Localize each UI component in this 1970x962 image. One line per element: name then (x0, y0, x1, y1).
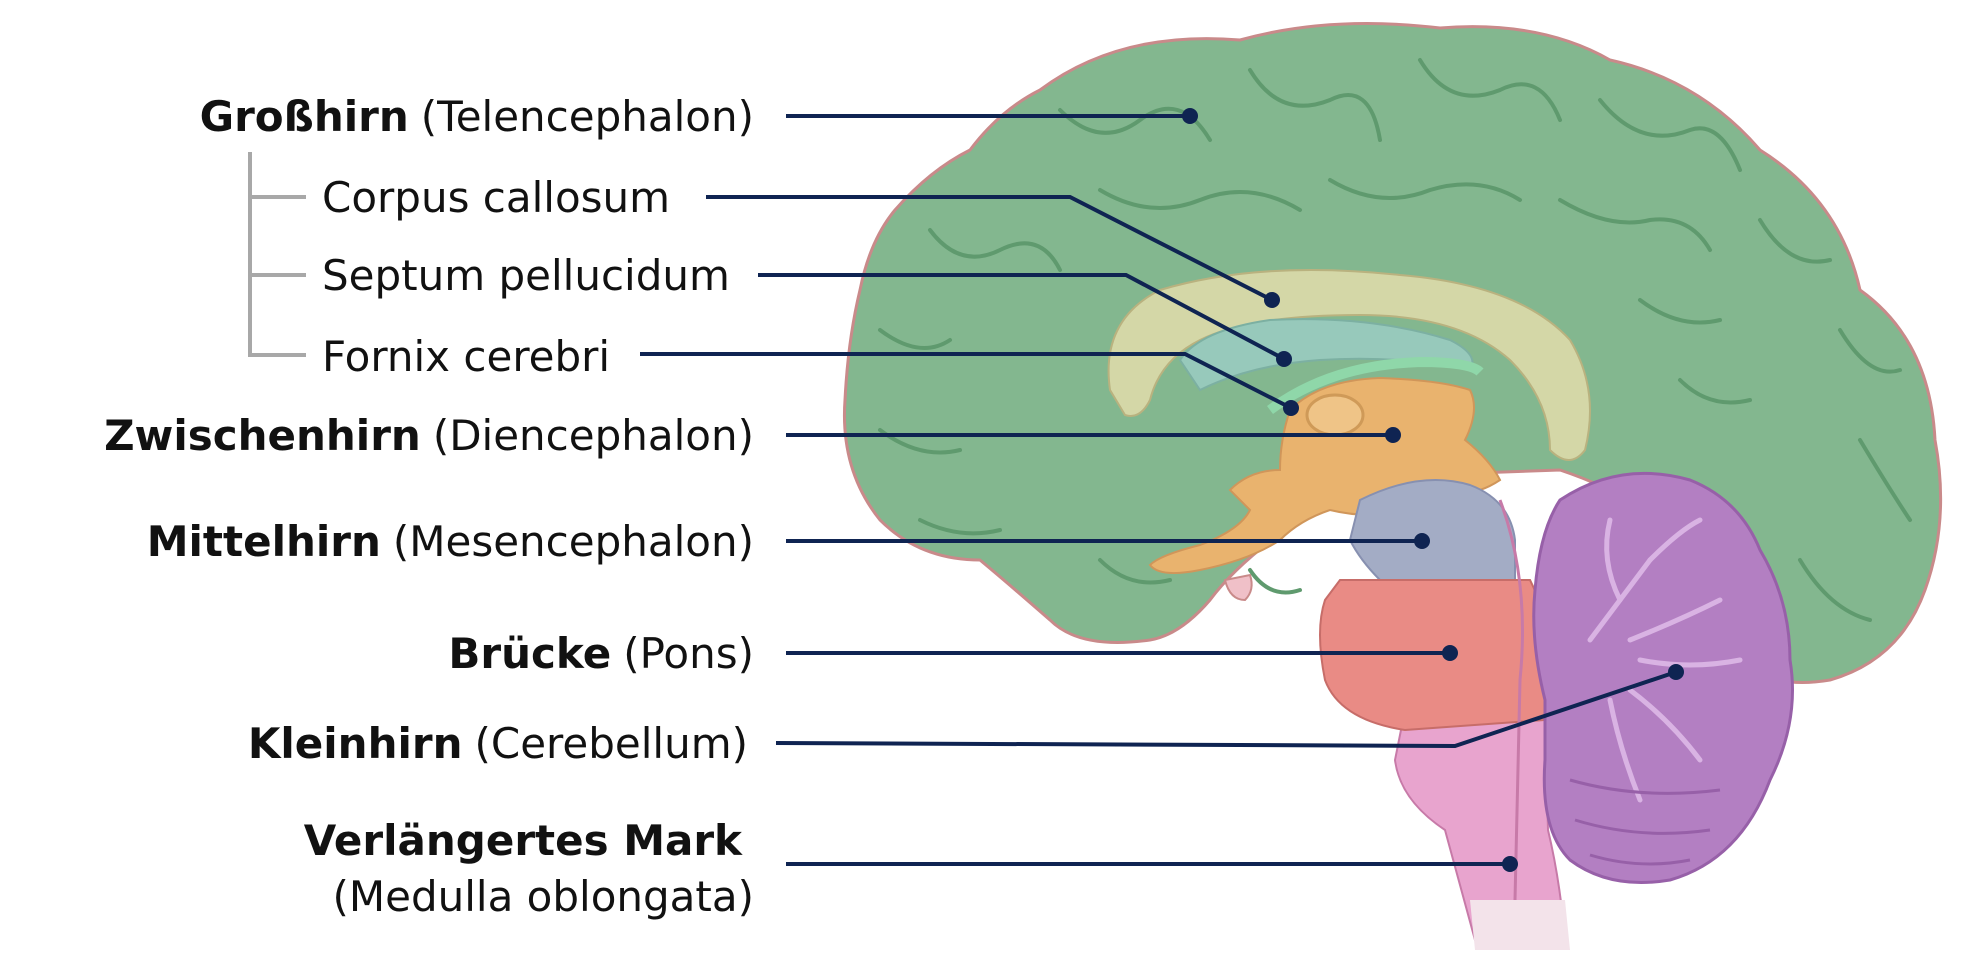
gyri-lines (878, 58, 1912, 622)
label-diencephalon-bold: Zwischenhirn (104, 411, 421, 460)
arbor-vitae (1587, 517, 1743, 803)
label-medulla-latin: (Medulla oblongata) (333, 872, 755, 921)
septum-pellucidum-shape (1178, 318, 1474, 392)
label-cerebellum: Kleinhirn(Cerebellum) (248, 719, 748, 768)
corpus-callosum-shape (1107, 269, 1591, 461)
dot-midbrain (1414, 533, 1430, 549)
dot-corpus-callosum (1264, 292, 1280, 308)
label-diencephalon: Zwischenhirn(Diencephalon) (104, 411, 754, 460)
label-midbrain-bold: Mittelhirn (147, 517, 381, 566)
label-diencephalon-latin: (Diencephalon) (433, 411, 754, 460)
substructure-bracket (248, 152, 306, 357)
leader-cerebellum (775, 670, 1677, 749)
dot-fornix (1283, 400, 1299, 416)
label-cerebellum-latin: (Cerebellum) (475, 719, 749, 768)
label-cerebellum-bold: Kleinhirn (248, 719, 463, 768)
label-midbrain: Mittelhirn(Mesencephalon) (147, 517, 754, 566)
dot-cerebellum (1668, 664, 1684, 680)
leader-septum (758, 273, 1285, 361)
dot-septum (1276, 351, 1292, 367)
pituitary (1223, 573, 1253, 602)
spinal-fade (1470, 900, 1570, 950)
interthalamic-adhesion (1305, 393, 1365, 437)
diencephalon-shape (1148, 376, 1502, 575)
label-septum-pellucidum: Septum pellucidum (322, 251, 730, 300)
midbrain-shape (1348, 479, 1516, 581)
label-corpus-callosum: Corpus callosum (322, 173, 670, 222)
leader-fornix (640, 352, 1292, 410)
label-cerebrum-bold: Großhirn (200, 92, 409, 141)
label-cerebrum: Großhirn(Telencephalon) (200, 92, 754, 141)
dot-diencephalon (1385, 427, 1401, 443)
label-pons: Brücke(Pons) (448, 629, 754, 678)
leader-lines (640, 114, 1677, 866)
label-cerebrum-latin: (Telencephalon) (421, 92, 754, 141)
label-pons-bold: Brücke (448, 629, 611, 678)
fornix-shape (1267, 356, 1484, 415)
label-pons-latin: (Pons) (623, 629, 754, 678)
leader-corpus-callosum (706, 195, 1273, 302)
leader-dots (1182, 108, 1684, 872)
dot-pons (1442, 645, 1458, 661)
dot-medulla (1502, 856, 1518, 872)
label-medulla-bold: Verlängertes Mark (304, 816, 743, 865)
label-fornix-cerebri: Fornix cerebri (322, 332, 610, 381)
dot-cerebrum (1182, 108, 1198, 124)
label-midbrain-latin: (Mesencephalon) (393, 517, 754, 566)
brainstem-axis-line (1498, 499, 1524, 901)
cerebellum-folia (1569, 778, 1721, 866)
